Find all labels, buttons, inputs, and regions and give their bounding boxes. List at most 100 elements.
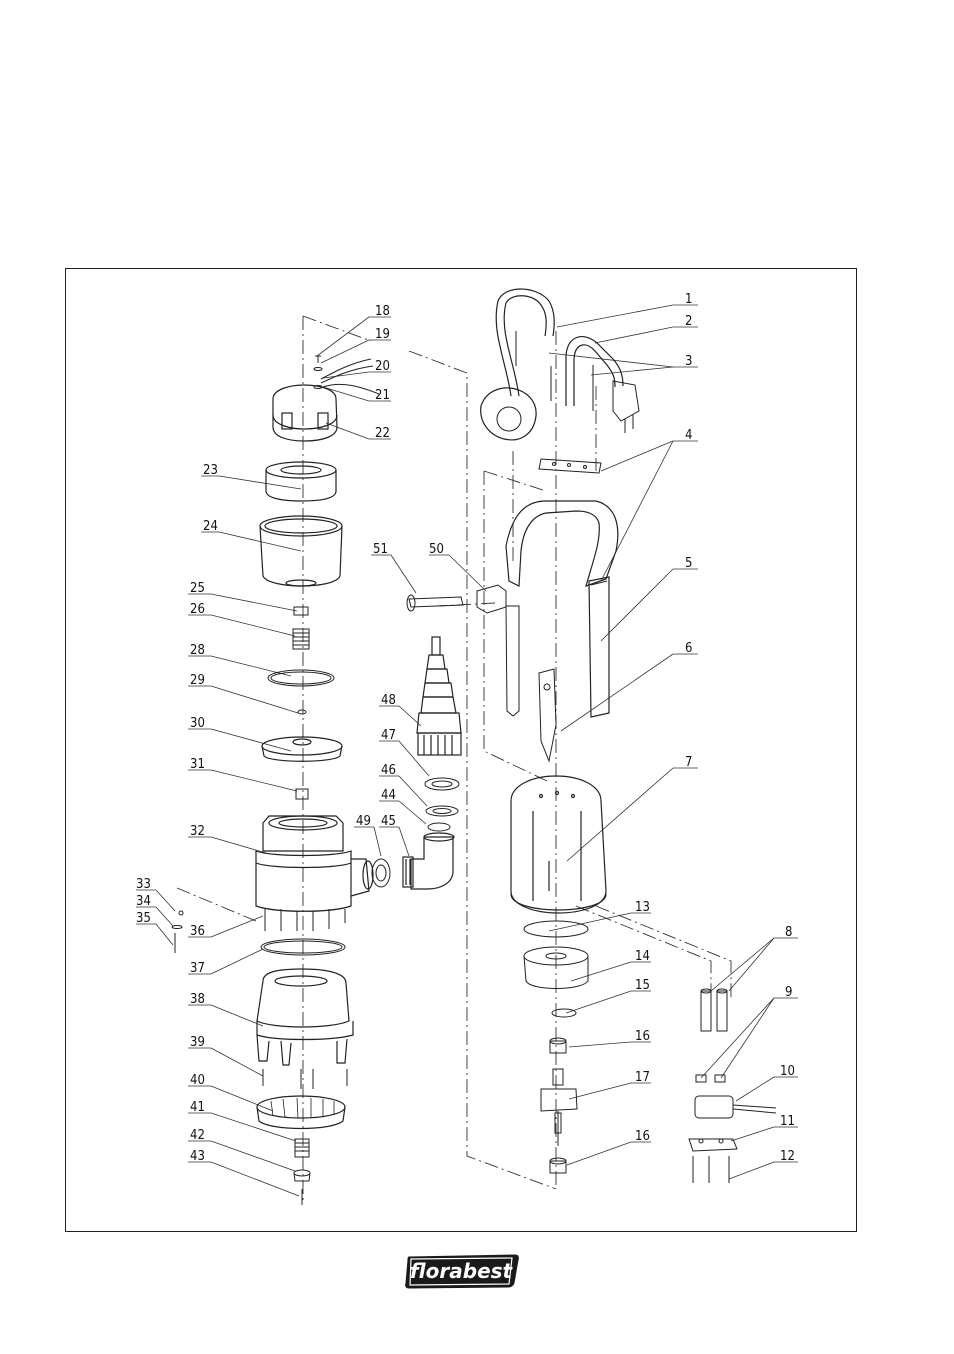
capacitor-part [694, 1095, 777, 1119]
callout-14: 14 [635, 949, 650, 964]
callout-23: 23 [203, 463, 218, 478]
handle-part [480, 288, 555, 441]
carry-handle-part [505, 500, 619, 587]
diagram-frame: 1 2 3 4 5 6 7 8 9 10 11 12 13 14 15 16 1… [65, 268, 857, 1232]
lower-bearing-part [549, 1157, 567, 1174]
callout-35: 35 [136, 911, 151, 926]
callout-10: 10 [780, 1064, 795, 1079]
hose-washer-part [425, 805, 459, 817]
callout-47: 47 [381, 728, 396, 743]
callout-31: 31 [190, 757, 205, 772]
callout-26: 26 [190, 602, 205, 617]
motor-cup-part [259, 515, 343, 587]
callout-33: 33 [136, 877, 151, 892]
bracket-part [538, 458, 602, 474]
small-screw-set-part [171, 910, 184, 953]
callout-22: 22 [375, 426, 390, 441]
elbow-seal-part [371, 858, 391, 888]
spring-part [294, 1138, 310, 1158]
pump-housing-part [255, 815, 374, 912]
callout-28: 28 [190, 643, 205, 658]
callout-40: 40 [190, 1073, 205, 1088]
callout-7: 7 [685, 755, 692, 770]
strainer-part [256, 1095, 346, 1130]
o-ring-part [267, 669, 335, 687]
capacitor-sleeve-part [700, 988, 728, 1032]
callout-42: 42 [190, 1128, 205, 1143]
callout-25: 25 [190, 581, 205, 596]
power-cable-part [565, 335, 640, 433]
callout-13: 13 [635, 900, 650, 915]
callout-30: 30 [190, 716, 205, 731]
hose-connector-part [416, 636, 462, 756]
callout-18: 18 [375, 304, 390, 319]
hose-seal-part [424, 777, 460, 791]
housing-screw-part [264, 909, 346, 931]
impeller-part [261, 736, 343, 762]
callout-17: 17 [635, 1070, 650, 1085]
small-o-ring-part [427, 822, 451, 832]
housing-seal-part [260, 938, 346, 956]
motor-cap-part [272, 384, 338, 442]
callout-1: 1 [685, 292, 692, 307]
callout-43: 43 [190, 1149, 205, 1164]
callout-2: 2 [685, 314, 692, 329]
callout-3: 3 [685, 354, 692, 369]
retaining-ring-part [551, 1008, 577, 1018]
callout-19: 19 [375, 327, 390, 342]
assembly-guide-lines [176, 315, 732, 1201]
cover-plate-part [688, 1138, 738, 1152]
collar-part [265, 461, 337, 502]
callout-46: 46 [381, 763, 396, 778]
base-screw-part [262, 1069, 348, 1089]
callout-20: 20 [375, 359, 390, 374]
impeller-nut-part [295, 788, 309, 800]
callout-15: 15 [635, 978, 650, 993]
screw-part [692, 1156, 730, 1183]
callout-45: 45 [381, 814, 396, 829]
callout-21: 21 [375, 388, 390, 403]
callout-49: 49 [356, 814, 371, 829]
float-guide-part [406, 584, 520, 717]
motor-housing-part [510, 775, 607, 914]
callout-11: 11 [780, 1114, 795, 1129]
callout-41: 41 [190, 1100, 205, 1115]
callout-38: 38 [190, 992, 205, 1007]
small-fasteners-part [313, 355, 380, 395]
callout-6: 6 [685, 641, 692, 656]
callout-32: 32 [190, 824, 205, 839]
callout-50: 50 [429, 542, 444, 557]
florabest-logo: florabest [405, 1254, 519, 1289]
bearing-part [549, 1037, 567, 1054]
callout-37: 37 [190, 961, 205, 976]
callout-34: 34 [136, 894, 151, 909]
callout-8: 8 [785, 925, 792, 940]
rotor-part [540, 1068, 578, 1146]
callout-51: 51 [373, 542, 388, 557]
callout-29: 29 [190, 673, 205, 688]
float-switch-part [588, 576, 610, 718]
callout-24: 24 [203, 519, 218, 534]
gasket-part [523, 920, 589, 938]
nut-part [695, 1074, 726, 1083]
callout-12: 12 [780, 1149, 795, 1164]
callout-16: 16 [635, 1029, 650, 1044]
washer-part [297, 709, 307, 715]
foot-part [293, 1169, 311, 1182]
callout-36: 36 [190, 924, 205, 939]
elbow-fitting-part [402, 832, 455, 890]
logo-text: florabest [410, 1259, 514, 1283]
callout-16-lower: 16 [635, 1129, 650, 1144]
shaft-nut-part [293, 606, 309, 616]
exploded-parts-diagram: 1 2 3 4 5 6 7 8 9 10 11 12 13 14 15 16 1… [136, 288, 798, 1205]
callout-5: 5 [685, 556, 692, 571]
bearing-cover-part [523, 946, 589, 989]
callout-48: 48 [381, 693, 396, 708]
callout-4: 4 [685, 428, 692, 443]
callout-9: 9 [785, 985, 792, 1000]
clip-part [538, 668, 557, 763]
callout-39: 39 [190, 1035, 205, 1050]
shaft-seal-part [292, 628, 310, 650]
pump-base-part [256, 968, 354, 1066]
callout-44: 44 [381, 788, 396, 803]
